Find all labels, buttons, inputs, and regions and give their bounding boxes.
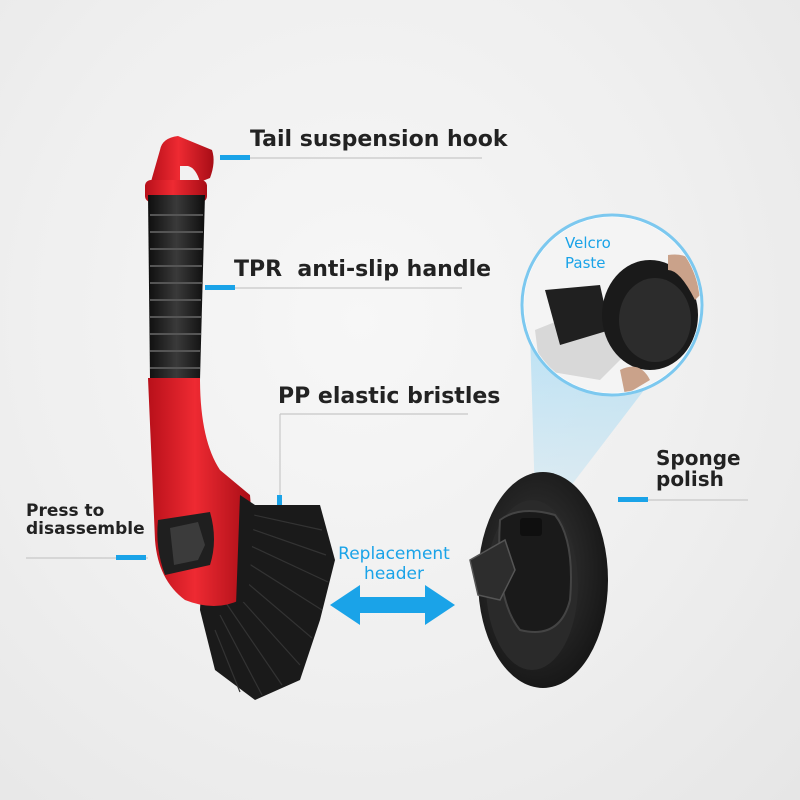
label-replacement-line1: Replacement xyxy=(338,544,450,564)
velcro-zoom-circle xyxy=(520,213,704,397)
label-replacement-header: Replacement header xyxy=(330,544,458,585)
label-sponge-line2: polish xyxy=(656,467,724,491)
label-sponge-line1: Sponge xyxy=(656,446,741,470)
label-tail-suspension-hook: Tail suspension hook xyxy=(250,127,508,152)
label-velcro-line1: Velcro xyxy=(565,234,611,252)
label-sponge-polish: Sponge polish xyxy=(656,448,741,490)
label-replacement-line2: header xyxy=(364,564,424,585)
label-pp-bristles: PP elastic bristles xyxy=(278,384,501,409)
label-velcro-paste: Velcro Paste xyxy=(565,233,611,274)
label-press-line1: Press to xyxy=(26,501,105,521)
label-velcro-line2: Paste xyxy=(565,254,606,273)
label-press-line2: disassemble xyxy=(26,518,145,539)
double-arrow-icon xyxy=(330,585,455,625)
label-tpr-handle: TPR anti-slip handle xyxy=(234,257,492,282)
sponge-head xyxy=(469,472,608,688)
brush-handle xyxy=(145,136,255,606)
label-press-to-disassemble: Press to disassemble xyxy=(26,501,145,539)
